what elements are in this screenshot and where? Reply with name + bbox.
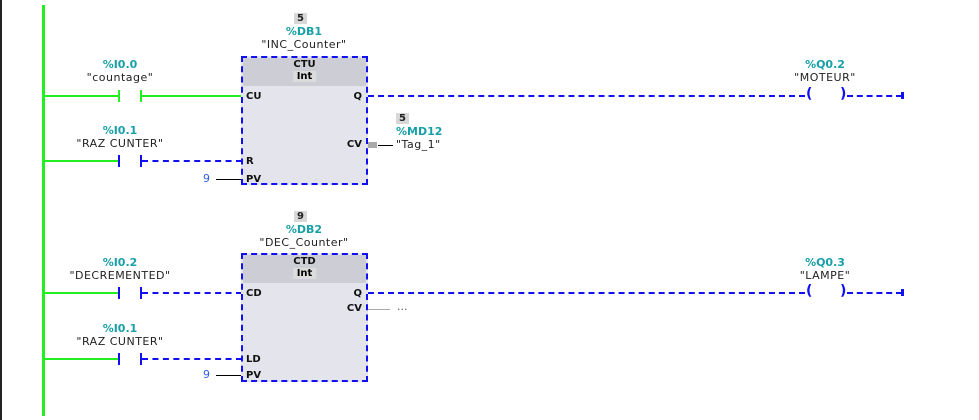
wire [44,358,118,360]
contact-address[interactable]: %I0.2 [102,256,138,269]
instance-address[interactable]: %DB2 [285,223,323,236]
wire [142,358,242,360]
wire [44,160,118,162]
contact-name[interactable]: "RAZ CUNTER" [76,137,164,150]
pin-pv: PV [246,174,262,185]
wire [142,95,242,97]
coil-left-icon[interactable]: ( [806,86,813,102]
cv-value: 5 [396,113,409,124]
pin-q: Q [353,91,362,102]
cv-address[interactable]: %MD12 [396,125,443,138]
contact-no-icon[interactable] [118,287,120,299]
contact-no-icon[interactable] [140,287,142,299]
pv-value[interactable]: 9 [203,368,210,381]
wire [216,179,242,180]
pin-q: Q [353,288,362,299]
contact-no-icon[interactable] [140,155,142,167]
contact-no-icon[interactable] [140,353,142,365]
wire [847,95,902,97]
block-type: CTD [293,256,316,267]
block-datatype[interactable]: Int [292,268,317,279]
contact-no-icon[interactable] [140,90,142,102]
instance-name[interactable]: "INC_Counter" [261,38,347,51]
instance-name[interactable]: "DEC_Counter" [259,236,349,249]
contact-no-icon[interactable] [118,155,120,167]
window-border [0,0,2,420]
coil-right-icon[interactable]: ) [840,283,847,299]
block-type: CTU [293,59,316,70]
pin-cv: CV [346,139,362,150]
contact-address[interactable]: %I0.1 [102,322,138,335]
coil-name[interactable]: "MOTEUR" [794,71,856,84]
wire [368,309,390,310]
instance-address[interactable]: %DB1 [285,25,323,38]
pin-pv: PV [246,370,262,381]
pin-r: R [246,156,254,167]
wire [368,95,805,97]
block-datatype[interactable]: Int [292,71,317,82]
ctd-block[interactable]: CTD Int CD LD PV Q CV [241,253,368,382]
instance-value: 9 [294,211,307,222]
contact-no-icon[interactable] [118,90,120,102]
ctu-block[interactable]: CTU Int CU R PV Q CV [241,56,368,185]
coil-address[interactable]: %Q0.3 [805,256,845,269]
rung-end-icon [901,289,904,296]
wire [216,375,242,376]
power-rail [42,5,45,416]
pin-cu: CU [246,91,262,102]
wire [44,292,118,294]
contact-name[interactable]: "countage" [86,71,154,84]
contact-name[interactable]: "RAZ CUNTER" [76,335,164,348]
rung-end-icon [901,92,904,99]
pv-value[interactable]: 9 [203,172,210,185]
contact-no-icon[interactable] [118,353,120,365]
cv-name[interactable]: "Tag_1" [396,138,441,151]
contact-address[interactable]: %I0.0 [102,58,138,71]
cv-placeholder[interactable]: ... [397,300,408,313]
coil-name[interactable]: "LAMPE" [799,269,851,282]
wire [847,292,902,294]
wire [142,160,242,162]
contact-name[interactable]: "DECREMENTED" [69,269,171,282]
cv-connector [368,142,377,148]
coil-right-icon[interactable]: ) [840,86,847,102]
pin-ld: LD [246,354,261,365]
wire [368,292,805,294]
instance-value: 5 [294,13,307,24]
pin-cd: CD [246,288,262,299]
wire [44,95,118,97]
coil-left-icon[interactable]: ( [806,283,813,299]
wire [142,292,242,294]
contact-address[interactable]: %I0.1 [102,124,138,137]
wire [378,145,393,146]
coil-address[interactable]: %Q0.2 [805,58,845,71]
pin-cv: CV [346,303,362,314]
